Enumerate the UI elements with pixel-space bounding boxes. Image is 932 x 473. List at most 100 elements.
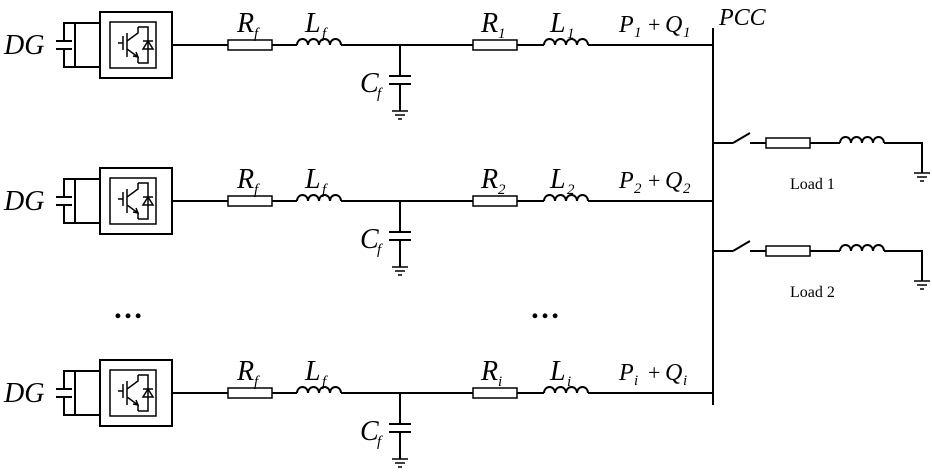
load-1: Load 1 bbox=[713, 132, 930, 193]
line-inductor bbox=[543, 38, 589, 46]
cf-label-main: C bbox=[360, 68, 379, 99]
rf-label-sub: f bbox=[254, 374, 260, 390]
power-p-sub: i bbox=[634, 373, 638, 389]
r-label-main: R bbox=[480, 8, 498, 39]
load-switch bbox=[732, 132, 751, 144]
power-p: P bbox=[618, 168, 634, 194]
cap-ground bbox=[392, 110, 408, 120]
diode-leads bbox=[138, 374, 149, 412]
lf-label-main: L bbox=[304, 8, 321, 39]
load-2: Load 2 bbox=[713, 240, 930, 301]
dg-label: DG bbox=[3, 186, 44, 217]
dg-lead-bottom bbox=[63, 49, 75, 68]
line-inductor bbox=[543, 386, 589, 394]
rf-label-sub: f bbox=[254, 26, 260, 42]
load-resistor bbox=[765, 137, 811, 149]
l-label-main: L bbox=[549, 8, 566, 39]
line-inductor bbox=[543, 194, 589, 202]
diode-triangle bbox=[141, 387, 155, 398]
r-label-sub: 1 bbox=[498, 26, 506, 42]
cf-label-main: C bbox=[360, 224, 379, 255]
load-label: Load 1 bbox=[790, 176, 835, 193]
rf-label-main: R bbox=[236, 356, 254, 387]
ellipsis-left: … bbox=[113, 292, 143, 325]
line-resistor bbox=[472, 195, 518, 207]
cf-label-sub: f bbox=[377, 434, 383, 450]
power-plus: + bbox=[648, 360, 660, 385]
diode-leads bbox=[138, 26, 149, 64]
load-switch bbox=[732, 240, 751, 252]
power-q: Q bbox=[665, 360, 682, 386]
dg-lead-bottom bbox=[63, 397, 75, 416]
r-label-sub: i bbox=[498, 374, 502, 390]
cf-label-sub: f bbox=[377, 242, 383, 258]
filter-resistor bbox=[227, 39, 273, 51]
lf-label-sub: f bbox=[322, 374, 328, 390]
cap-ground bbox=[392, 266, 408, 276]
cf-label-main: C bbox=[360, 416, 379, 447]
filter-inductor bbox=[296, 386, 342, 394]
power-p-sub: 2 bbox=[634, 181, 642, 197]
l-label-sub: 1 bbox=[567, 26, 575, 42]
filter-inductor bbox=[296, 194, 342, 202]
l-label-main: L bbox=[549, 164, 566, 195]
dg-lead-top bbox=[63, 22, 75, 41]
r-label-sub: 2 bbox=[498, 182, 506, 198]
igbt-gate bbox=[118, 192, 124, 206]
diode-leads bbox=[138, 182, 149, 220]
converter-inner-box bbox=[109, 369, 157, 417]
rf-label-sub: f bbox=[254, 182, 260, 198]
rf-label-main: R bbox=[236, 164, 254, 195]
filter-inductor bbox=[296, 38, 342, 46]
power-q: Q bbox=[665, 12, 682, 38]
filter-resistor bbox=[227, 387, 273, 399]
rf-label-main: R bbox=[236, 8, 254, 39]
dg-label: DG bbox=[3, 30, 44, 61]
line-resistor bbox=[472, 387, 518, 399]
diode-triangle bbox=[141, 195, 155, 206]
r-label-main: R bbox=[480, 164, 498, 195]
cf-label-sub: f bbox=[377, 86, 383, 102]
power-q-sub: i bbox=[683, 373, 687, 389]
lf-label-main: L bbox=[304, 356, 321, 387]
power-q: Q bbox=[665, 168, 682, 194]
power-p-sub: 1 bbox=[634, 25, 642, 41]
power-q-sub: 1 bbox=[683, 25, 691, 41]
converter-inner-box bbox=[109, 21, 157, 69]
lf-label-sub: f bbox=[322, 26, 328, 42]
load-inductor bbox=[839, 244, 885, 252]
power-plus: + bbox=[648, 168, 660, 193]
l-label-sub: 2 bbox=[567, 182, 575, 198]
l-label-sub: i bbox=[567, 374, 571, 390]
diode-triangle bbox=[141, 39, 155, 50]
load-inductor bbox=[839, 136, 885, 144]
igbt-collector bbox=[126, 27, 139, 42]
power-p: P bbox=[618, 360, 634, 386]
igbt-arrow bbox=[132, 207, 140, 215]
converter-inner-box bbox=[109, 177, 157, 225]
igbt-arrow bbox=[132, 51, 140, 59]
lf-label-sub: f bbox=[322, 182, 328, 198]
igbt-arrow bbox=[132, 399, 140, 407]
l-label-main: L bbox=[549, 356, 566, 387]
line-resistor bbox=[472, 39, 518, 51]
loads-layer: Load 1 Load 2 bbox=[713, 132, 930, 301]
pcc-layer: PCC bbox=[712, 5, 767, 405]
load-label: Load 2 bbox=[790, 284, 835, 301]
dg-lead-top bbox=[63, 370, 75, 389]
igbt-gate bbox=[118, 384, 124, 398]
pcc-label: PCC bbox=[718, 5, 767, 31]
load-ground bbox=[914, 172, 930, 182]
dg-lead-top bbox=[63, 178, 75, 197]
lf-label-main: L bbox=[304, 164, 321, 195]
igbt-gate bbox=[118, 36, 124, 50]
dg-label: DG bbox=[3, 378, 44, 409]
power-plus: + bbox=[648, 12, 660, 37]
igbt-collector bbox=[126, 183, 139, 198]
load-wire-3 bbox=[884, 142, 923, 173]
